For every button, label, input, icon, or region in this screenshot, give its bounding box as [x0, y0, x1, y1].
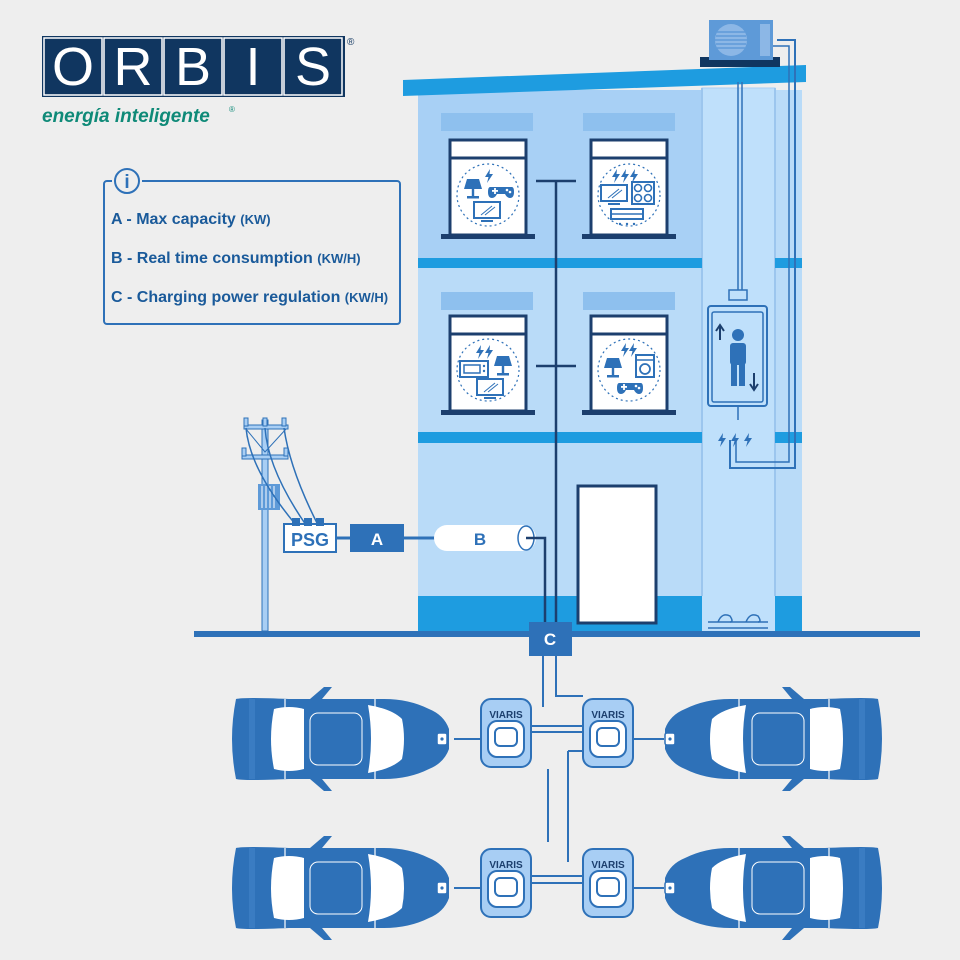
window-top-right	[582, 138, 676, 239]
plug-icon	[436, 881, 448, 895]
psg-label: PSG	[291, 530, 329, 550]
logo-letter: I	[245, 37, 260, 97]
ev-charger-icon: VIARIS	[480, 698, 532, 768]
tagline-registered: ®	[229, 105, 235, 114]
window-mid-right	[582, 314, 676, 415]
elevator	[707, 39, 796, 629]
node-c-label: C	[544, 630, 556, 649]
legend-text: Charging power regulation	[137, 289, 345, 306]
building-door	[576, 484, 658, 625]
legend-dash: -	[123, 289, 137, 306]
window-top-left	[441, 138, 535, 239]
legend-item: B - Real time consumption (KW/H)	[111, 250, 361, 267]
window-mid-left	[441, 314, 535, 415]
roof	[403, 65, 806, 96]
air-conditioner-icon	[700, 20, 780, 67]
utility-pole-icon	[241, 417, 319, 632]
node-c	[529, 622, 572, 656]
charger-brand-label: VIARIS	[489, 710, 523, 721]
legend-unit: (KW)	[240, 212, 270, 227]
info-symbol: i	[124, 172, 129, 193]
node-b	[434, 525, 536, 551]
floor-band-1	[418, 258, 702, 268]
arrow-up-icon	[715, 323, 725, 340]
person-icon	[730, 329, 746, 386]
ev-charger-icon: VIARIS	[582, 698, 634, 768]
registered-mark: ®	[347, 37, 355, 48]
node-b-label: B	[474, 530, 486, 549]
charging-wiring	[454, 656, 664, 889]
legend-unit: (KW/H)	[345, 290, 388, 305]
ev-charger-icon: VIARIS	[582, 848, 634, 918]
ev-charger-icon: VIARIS	[480, 848, 532, 918]
node-a-label: A	[371, 530, 383, 549]
cars	[231, 686, 883, 941]
charger-brand-label: VIARIS	[591, 710, 625, 721]
building	[403, 20, 806, 632]
legend-item: C - Charging power regulation (KW/H)	[111, 289, 388, 306]
legend-item: A - Max capacity (KW)	[111, 211, 271, 228]
plug-icon	[664, 732, 676, 746]
charger-brand-label: VIARIS	[591, 860, 625, 871]
legend-text: Max capacity	[136, 211, 240, 228]
chargers: VIARIS VIARIS VIARIS VIARIS	[480, 698, 634, 918]
metering-chain: PSG A B C	[283, 518, 572, 656]
logo-letter: B	[175, 37, 211, 97]
logo-letter: S	[295, 37, 331, 97]
info-icon	[114, 168, 140, 194]
brand-tagline: energía inteligente	[42, 106, 210, 127]
legend-key: B	[111, 250, 123, 267]
car-icon	[231, 835, 450, 941]
floor-band-2	[418, 432, 702, 443]
charger-brand-label: VIARIS	[489, 860, 523, 871]
legend-box: i A - Max capacity (KW) B - Real time con…	[103, 166, 401, 325]
plug-icon	[436, 732, 448, 746]
node-a	[350, 524, 404, 552]
logo-letter: O	[52, 37, 94, 97]
riser-line	[536, 179, 576, 631]
legend-key: C	[111, 289, 123, 306]
car-icon	[231, 686, 450, 792]
logo-letter: R	[114, 37, 153, 97]
arrow-down-icon	[749, 373, 759, 392]
plug-icon	[664, 881, 676, 895]
legend-text: Real time consumption	[137, 250, 317, 267]
legend-unit: (KW/H)	[317, 251, 360, 266]
legend-dash: -	[122, 211, 136, 228]
legend-dash: -	[123, 250, 137, 267]
legend-key: A	[111, 211, 123, 228]
car-icon	[664, 835, 883, 941]
car-icon	[664, 686, 883, 792]
